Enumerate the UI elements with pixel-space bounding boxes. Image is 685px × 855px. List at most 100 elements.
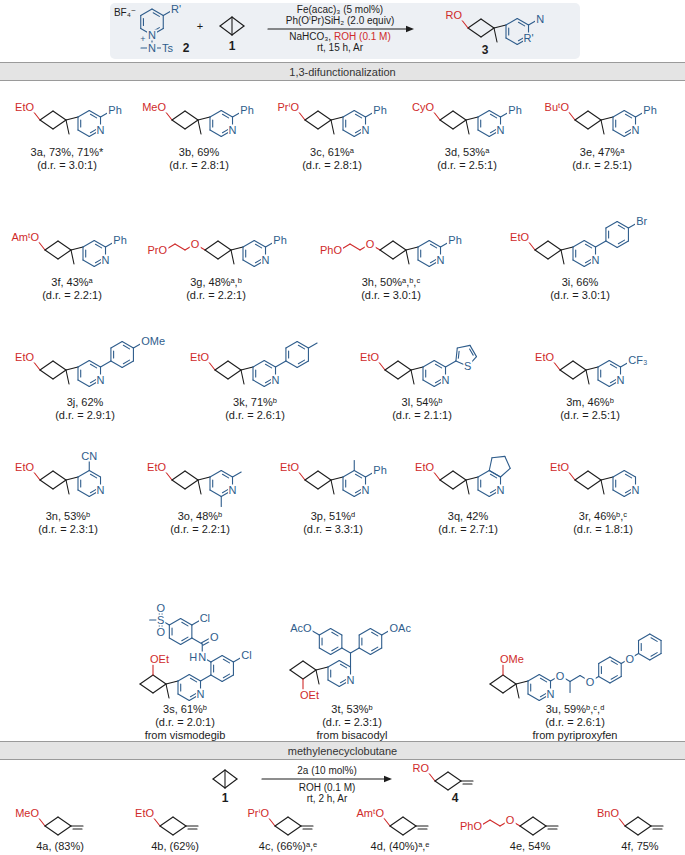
bond-line xyxy=(650,654,661,661)
bond-line xyxy=(359,648,370,655)
bond-line xyxy=(458,351,460,358)
compound-caption: 4f, 75% xyxy=(620,841,659,852)
bond-line xyxy=(198,480,201,494)
bond-line xyxy=(489,471,500,478)
bond-line xyxy=(535,241,548,250)
bond-line xyxy=(318,480,331,489)
bond-line xyxy=(609,361,620,368)
bond-line xyxy=(615,480,616,487)
bond-line xyxy=(303,828,312,829)
bond-line xyxy=(83,260,94,267)
bond-line xyxy=(210,130,221,137)
bond-line xyxy=(561,247,573,250)
bond-line xyxy=(177,681,178,694)
atom-label: O xyxy=(555,670,566,681)
bond-line xyxy=(370,648,381,655)
bond-line xyxy=(89,361,100,368)
bond-line xyxy=(440,471,453,480)
alkoxy-label: OEt xyxy=(149,654,170,665)
bond-line xyxy=(610,677,621,684)
compound-caption: (d.r. = 2.5:1) xyxy=(559,410,621,421)
bond-line xyxy=(608,231,609,238)
bond-line xyxy=(220,26,232,35)
bond-line xyxy=(225,779,237,788)
alkoxy-label: BnO xyxy=(596,808,620,819)
compound-caption: (d.r. = 3.0:1) xyxy=(549,290,611,301)
bond-line xyxy=(332,632,338,636)
bond-line xyxy=(406,247,418,250)
bond-line xyxy=(435,364,441,368)
bond-line xyxy=(286,342,297,349)
bond-line xyxy=(215,370,228,379)
bond-line xyxy=(222,474,228,478)
compound-caption: (d.r. = 3.3:1) xyxy=(302,524,364,535)
bond-line xyxy=(354,471,365,478)
compound-caption: 3r, 46%ᵇ,ᶜ xyxy=(578,511,628,522)
bond-line xyxy=(153,13,159,17)
bond-line xyxy=(561,250,564,264)
bond-line xyxy=(111,361,122,368)
bond-line xyxy=(466,477,478,480)
substituent-label: Ph xyxy=(507,104,522,115)
bond-line xyxy=(242,247,243,260)
bond-line xyxy=(370,629,381,636)
bond-line xyxy=(53,361,66,370)
bond-line xyxy=(385,370,398,379)
bond-line xyxy=(435,781,448,790)
bond-line xyxy=(66,370,69,384)
bond-line xyxy=(231,247,243,250)
bond-line xyxy=(222,114,228,118)
bond-line xyxy=(66,480,69,494)
compound-caption: 4b, (62%) xyxy=(150,841,200,852)
bond-line xyxy=(598,361,609,368)
bond-line xyxy=(316,667,328,670)
bond-line xyxy=(505,25,506,38)
compound-caption: (d.r. = 2.8:1) xyxy=(168,160,230,171)
bond-line xyxy=(58,826,71,835)
compound-caption: (d.r. = 2.5:1) xyxy=(571,160,633,171)
bond-line xyxy=(606,222,617,229)
bond-line xyxy=(160,826,173,835)
bond-line xyxy=(90,364,96,368)
compound-caption: 3c, 61%ᵃ xyxy=(309,147,355,158)
bond-line xyxy=(318,120,331,129)
bond-line xyxy=(625,826,638,835)
bond-line xyxy=(489,458,492,471)
bond-line xyxy=(533,817,546,826)
bond-line xyxy=(222,656,233,663)
bond-line xyxy=(453,471,466,480)
bond-line xyxy=(613,111,624,118)
bond-line xyxy=(625,114,631,118)
bond-line xyxy=(123,360,129,364)
bond-line xyxy=(435,772,448,781)
substituent-label: OMe xyxy=(140,335,166,346)
bond-line xyxy=(343,471,354,478)
bond-line xyxy=(78,130,89,137)
alkoxy-label: EtO xyxy=(14,352,35,363)
bond-line xyxy=(546,825,558,826)
bond-line xyxy=(173,817,186,826)
bond-line xyxy=(210,111,221,118)
substituent-label: CN xyxy=(80,450,98,461)
bond-line xyxy=(169,619,180,626)
compound-caption: 3h, 50%ᵃ,ᵇ,ᶜ xyxy=(361,277,422,288)
bond-line xyxy=(440,111,453,120)
compound-caption: (d.r. = 2.8:1) xyxy=(301,160,363,171)
alkoxy-label: EtO xyxy=(359,352,380,363)
bond-line xyxy=(302,679,303,689)
bond-line xyxy=(253,361,264,368)
compound-caption: 3l, 54%ᵇ xyxy=(401,397,444,408)
bond-line xyxy=(586,367,598,370)
compound-caption: 3u, 59%ᵇ,ᶜ,ᵈ xyxy=(545,704,606,715)
bond-line xyxy=(478,130,489,137)
atom-label: O xyxy=(190,239,201,250)
bond-line xyxy=(40,480,53,489)
bond-line xyxy=(372,647,378,651)
ring-atom: N xyxy=(96,375,106,386)
bond-line xyxy=(345,120,346,127)
bond-line xyxy=(477,117,478,130)
ring-atom: N xyxy=(436,255,446,266)
bond-line xyxy=(611,676,617,680)
compound-caption: (d.r. = 2.0:1) xyxy=(154,717,216,728)
bond-line xyxy=(639,634,650,641)
